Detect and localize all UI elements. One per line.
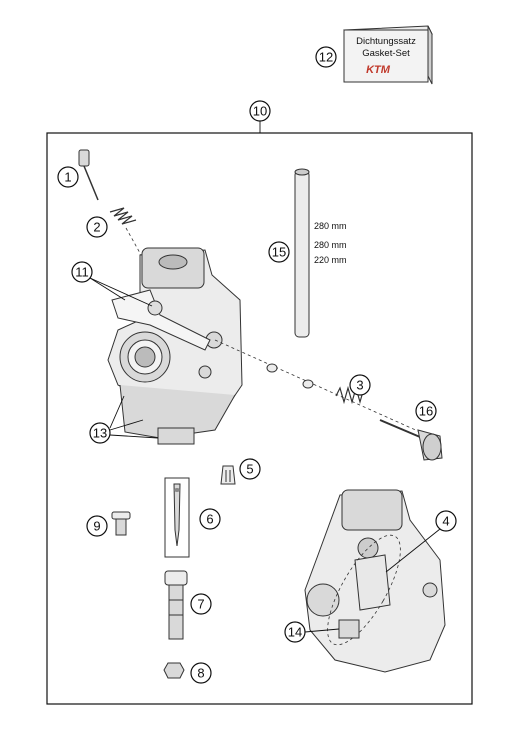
part-9-screw	[111, 511, 131, 536]
callout-2: 2	[86, 216, 108, 238]
part-1-needle	[78, 149, 99, 201]
washer-1	[266, 363, 278, 373]
svg-text:11: 11	[75, 265, 89, 280]
svg-text:16: 16	[419, 404, 433, 419]
gasket-box-line2: Gasket-Set	[362, 48, 410, 59]
assembly-axis-line	[214, 339, 421, 433]
part-6-needle-box	[164, 477, 190, 558]
callout-8: 8	[190, 662, 212, 684]
callout-12: 12	[315, 46, 337, 68]
carburetor-lower-body	[304, 489, 446, 673]
svg-text:1: 1	[64, 170, 71, 185]
callout-9: 9	[86, 515, 108, 537]
svg-text:2: 2	[93, 220, 100, 235]
part-14-float	[338, 619, 360, 639]
callout-14: 14	[284, 621, 340, 643]
svg-text:9: 9	[93, 519, 100, 534]
ktm-logo: KTM	[366, 64, 391, 76]
callout-3: 3	[349, 374, 371, 396]
length-280-b: 280 mm	[314, 240, 347, 250]
part-11-lever	[111, 289, 211, 351]
svg-text:15: 15	[272, 245, 286, 260]
svg-text:14: 14	[288, 625, 302, 640]
svg-text:3: 3	[356, 378, 363, 393]
svg-text:7: 7	[197, 597, 204, 612]
assembly-frame	[46, 132, 473, 705]
callout-6: 6	[199, 508, 221, 530]
part-7-needle-jet	[164, 570, 188, 640]
part-15-hose	[294, 168, 310, 338]
svg-text:10: 10	[253, 104, 267, 119]
washer-2	[302, 379, 314, 389]
svg-text:6: 6	[206, 512, 213, 527]
highlight-ellipse	[327, 534, 401, 646]
svg-text:5: 5	[246, 462, 253, 477]
callout-5: 5	[239, 458, 261, 480]
svg-text:13: 13	[93, 426, 107, 441]
gasket-box-line1: Dichtungssatz	[356, 36, 416, 47]
callout-16: 16	[415, 400, 437, 422]
svg-text:12: 12	[319, 50, 333, 65]
part-16-idle-screw	[379, 419, 443, 461]
length-220: 220 mm	[314, 255, 347, 265]
gasket-set-box: Dichtungssatz Gasket-Set KTM	[343, 25, 433, 85]
callout-7: 7	[190, 593, 212, 615]
callout-15: 15	[268, 241, 290, 263]
callout-1: 1	[57, 166, 79, 188]
callout-13: 13	[89, 395, 159, 444]
part-3-spring	[335, 385, 365, 405]
carburetor-main-body	[107, 247, 243, 445]
callout-11: 11	[71, 261, 153, 307]
part-5-jet	[220, 465, 236, 485]
callout-4: 4	[385, 510, 457, 573]
length-280-a: 280 mm	[314, 221, 347, 231]
svg-text:4: 4	[442, 514, 449, 529]
part-8-nut	[163, 662, 185, 679]
part-2-spring	[109, 207, 146, 263]
callout-10: 10	[249, 100, 271, 133]
svg-text:8: 8	[197, 666, 204, 681]
